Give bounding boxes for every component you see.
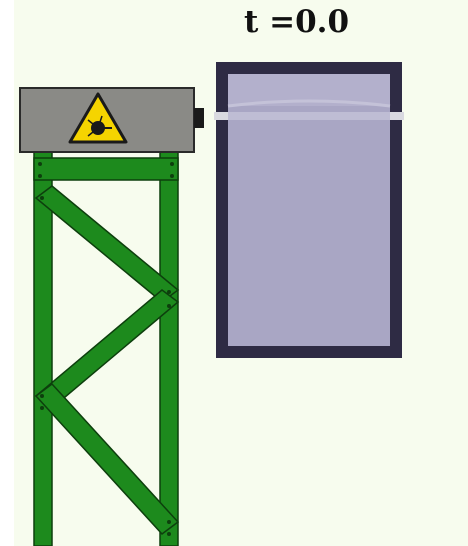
beam-exit: [390, 112, 404, 120]
laser-aperture: [194, 108, 204, 128]
tower-right-leg: [159, 150, 179, 546]
time-value: 0.0: [295, 4, 350, 40]
time-readout: t =0.0: [244, 2, 404, 42]
tower-brace: [34, 382, 180, 536]
tower-left-leg: [33, 150, 53, 546]
laser-warning-icon: [68, 92, 128, 144]
support-tower: [32, 150, 182, 546]
container-liquid: [228, 106, 390, 346]
laser-emitter: [18, 86, 210, 154]
laser-beam: [228, 112, 390, 120]
beam-entry: [214, 112, 228, 120]
tower-brace: [34, 185, 180, 303]
time-separator: =: [258, 4, 296, 40]
liquid-meniscus: [227, 99, 391, 108]
sample-container: [214, 60, 404, 360]
simulation-canvas: t =0.0: [14, 0, 468, 546]
time-variable: t: [244, 4, 259, 40]
tower-top-beam: [33, 157, 179, 181]
